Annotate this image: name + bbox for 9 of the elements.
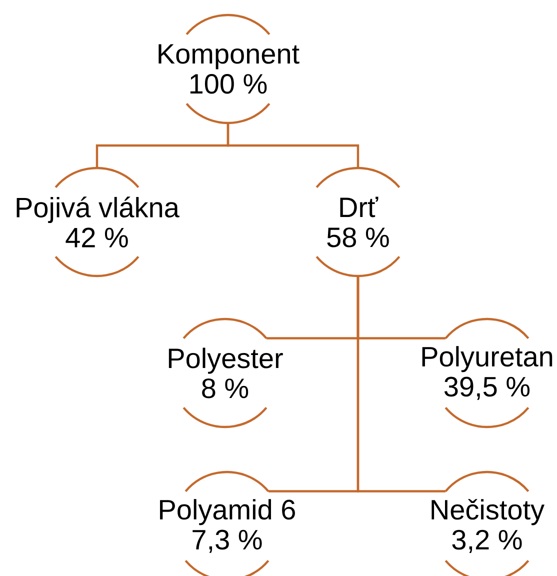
circle-node: Pojivá vlákna 42 % <box>16 166 180 278</box>
circle-node: Nečistoty 3,2 % <box>432 470 544 576</box>
circle-node: Polyester 8 % <box>168 318 283 428</box>
circle-node: Polyuretan 39,5 % <box>422 318 552 428</box>
connector-line <box>226 123 360 168</box>
circle-node: Polyamid 6 7,3 % <box>160 470 295 576</box>
circle-node: Drť 58 % <box>316 166 400 278</box>
connector-line <box>356 276 446 492</box>
circle-node: Komponent 100 % <box>158 14 300 124</box>
